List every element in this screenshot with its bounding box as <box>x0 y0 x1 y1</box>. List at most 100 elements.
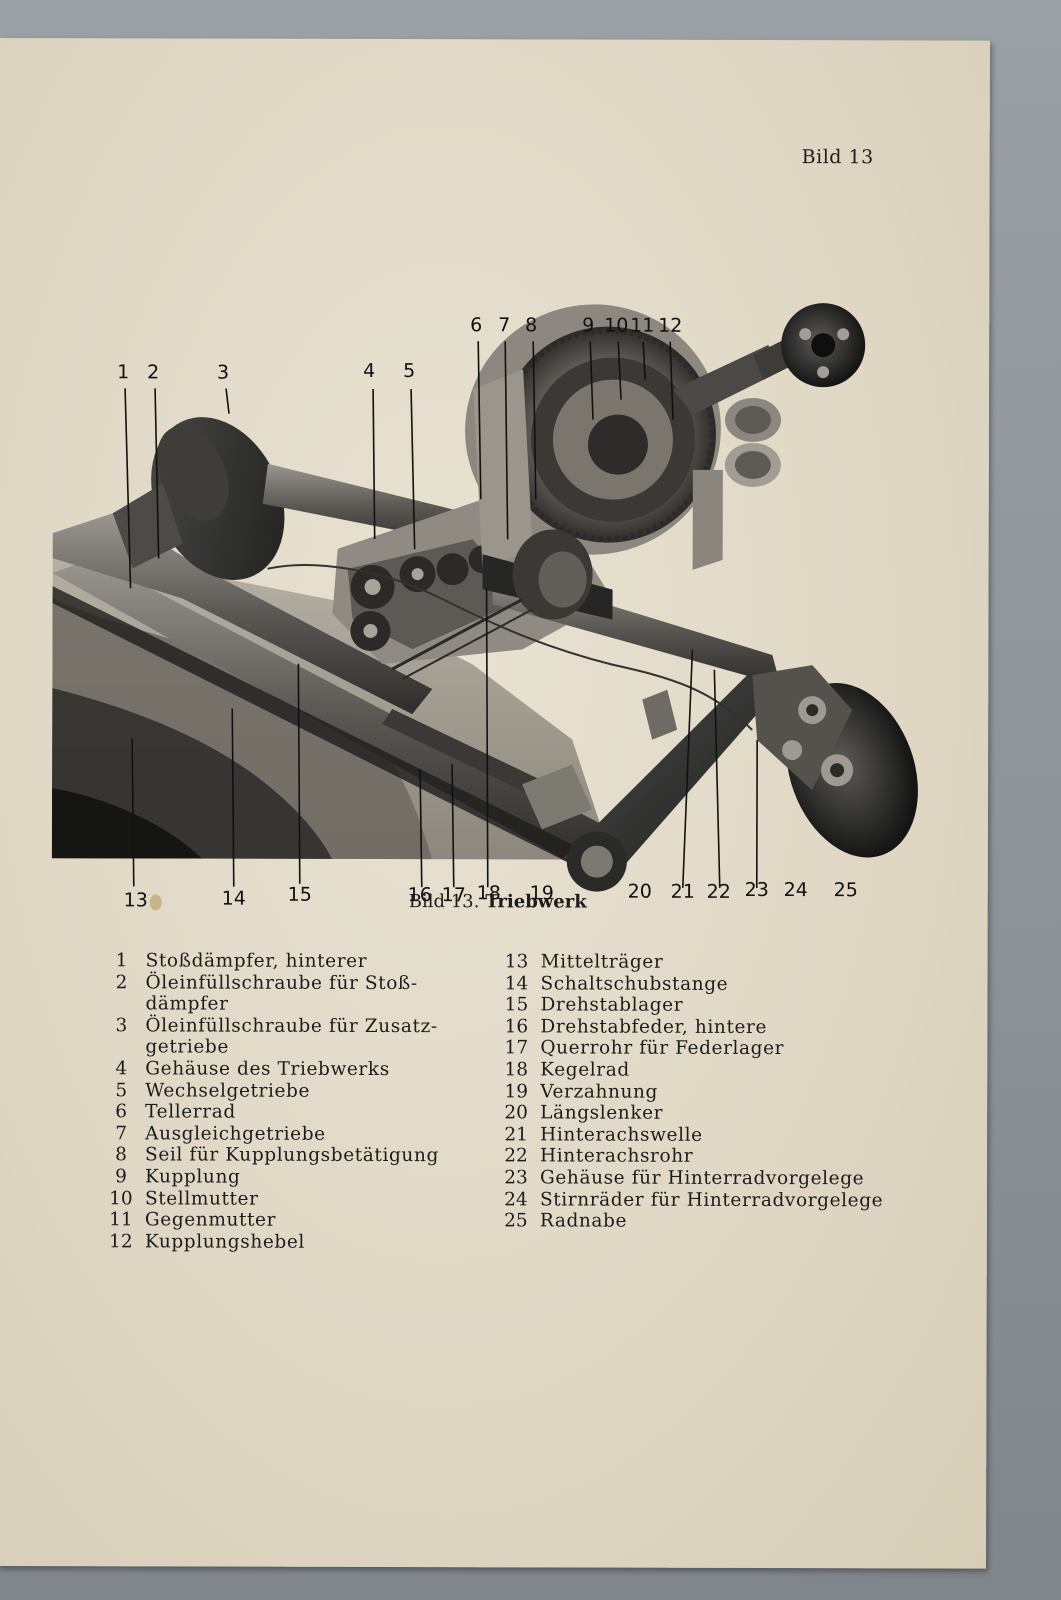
legend-label: Öleinfüllschraube für Zusatz-getriebe <box>145 1015 517 1059</box>
legend-label: Ausgleichgetriebe <box>145 1123 517 1146</box>
legend-number: 14 <box>504 972 529 994</box>
legend-label-line: Ausgleichgetriebe <box>145 1123 326 1145</box>
legend-label-line: Stoßdämpfer, hinterer <box>145 950 368 972</box>
legend-label: Stirnräder für Hinterradvorgelege <box>540 1189 912 1212</box>
legend-item: 9 Kupplung <box>97 1166 517 1189</box>
legend-label: Wechselgetriebe <box>145 1080 517 1103</box>
legend-label-line: Öleinfüllschraube für Zusatz- <box>145 1015 438 1037</box>
callout-number-19: 19 <box>530 882 554 904</box>
legend-label: Gegenmutter <box>145 1210 517 1233</box>
legend-number: 21 <box>504 1124 528 1146</box>
legend-label-line: Kupplungshebel <box>144 1231 305 1253</box>
legend-number: 23 <box>504 1167 528 1189</box>
legend-number: 2 <box>115 971 128 993</box>
callout-number-9: 9 <box>582 315 594 337</box>
legend-number: 9 <box>115 1166 127 1188</box>
legend-number: 8 <box>115 1144 127 1166</box>
legend-item: 20 Längslenker <box>492 1102 912 1125</box>
legend-item: 4 Gehäuse des Triebwerks <box>97 1058 517 1081</box>
legend-label: Querrohr für Federlager <box>540 1038 912 1061</box>
legend-number: 4 <box>115 1058 128 1080</box>
legend-label: Tellerrad <box>145 1102 517 1125</box>
legend-item: 15 Drehstablager <box>492 994 912 1017</box>
legend-label-line: Seil für Kupplungsbetätigung <box>145 1144 439 1167</box>
legend-label-line: Kupplung <box>144 1166 241 1188</box>
legend-label-line: Öleinfüllschraube für Stoß- <box>145 971 418 994</box>
caption-prefix: Bild 13. <box>408 891 480 913</box>
legend-number: 16 <box>504 1016 529 1038</box>
document-page: Bild 13 <box>0 38 990 1569</box>
legend-label-line: Radnabe <box>539 1210 628 1232</box>
callout-number-21: 21 <box>671 881 695 903</box>
legend-label: Radnabe <box>540 1211 912 1234</box>
legend-item: 18 Kegelrad <box>492 1059 912 1082</box>
legend-number: 25 <box>504 1210 528 1232</box>
legend-item: 22 Hinterachsrohr <box>492 1146 912 1169</box>
legend-label-line: Schaltschubstange <box>540 973 729 995</box>
callout-number-20: 20 <box>628 881 652 903</box>
legend-number: 3 <box>115 1015 128 1037</box>
legend-item: 5 Wechselgetriebe <box>97 1080 517 1103</box>
legend-label-line: getriebe <box>145 1036 229 1058</box>
callout-number-22: 22 <box>707 881 731 903</box>
legend-label: Kegelrad <box>540 1059 912 1082</box>
legend-label-line: Gegenmutter <box>144 1209 277 1231</box>
legend-label-line: Längslenker <box>540 1102 664 1124</box>
legend-label-line: Hinterachsrohr <box>540 1145 694 1168</box>
legend-label: Schaltschubstange <box>540 973 912 996</box>
callout-number-13: 13 <box>124 889 148 910</box>
legend-label-line: Tellerrad <box>145 1101 236 1123</box>
callout-leaders <box>124 341 758 888</box>
legend-number: 5 <box>115 1079 128 1101</box>
legend-label: Stellmutter <box>145 1188 517 1211</box>
legend-item: 8 Seil für Kupplungsbetätigung <box>97 1145 517 1168</box>
legend-label-line: Gehäuse des Triebwerks <box>145 1058 390 1080</box>
caption-title: Triebwerk <box>485 891 587 913</box>
legend-number: 22 <box>504 1145 528 1167</box>
legend-label-line: Stirnräder für Hinterradvorgelege <box>539 1188 884 1211</box>
legend-label-line: dämpfer <box>145 993 229 1015</box>
legend-label: Hinterachswelle <box>540 1124 912 1147</box>
legend-label-line: Stellmutter <box>144 1187 259 1210</box>
figure-caption: Bild 13.Triebwerk <box>0 890 998 914</box>
legend-label-line: Querrohr für Federlager <box>540 1037 785 1060</box>
callout-number-2: 2 <box>147 361 159 383</box>
legend-label: Seil für Kupplungsbetätigung <box>145 1145 517 1168</box>
drivetrain-photo: 1234567891011121314151617181920212223242… <box>51 303 918 910</box>
callout-number-8: 8 <box>525 314 537 336</box>
legend-label: Drehstablager <box>540 995 912 1018</box>
callout-number-14: 14 <box>222 888 246 910</box>
legend-number: 20 <box>504 1102 528 1124</box>
legend-label: Kupplung <box>145 1166 517 1189</box>
legend-item: 16 Drehstabfeder, hintere <box>492 1016 912 1039</box>
legend-label: Kupplungshebel <box>145 1231 517 1254</box>
callout-number-12: 12 <box>658 315 682 337</box>
callout-number-15: 15 <box>288 884 312 906</box>
legend-label-line: Verzahnung <box>540 1080 659 1103</box>
legend-label-line: Drehstabfeder, hintere <box>540 1016 768 1038</box>
callout-number-25: 25 <box>834 879 858 901</box>
legend-number: 7 <box>115 1123 128 1145</box>
legend-number: 13 <box>504 951 529 973</box>
legend-label: Öleinfüllschraube für Stoß-dämpfer <box>145 972 517 1016</box>
legend-item: 21 Hinterachswelle <box>492 1124 912 1147</box>
legend-label-line: Drehstablager <box>540 994 684 1016</box>
legend-item: 14 Schaltschubstange <box>492 973 912 996</box>
legend-number: 15 <box>504 994 529 1016</box>
callout-number-18: 18 <box>477 882 501 904</box>
legend-label: Längslenker <box>540 1103 912 1126</box>
callout-number-24: 24 <box>784 879 808 901</box>
callout-number-10: 10 <box>604 315 628 337</box>
callout-number-17: 17 <box>442 884 466 906</box>
legend-number: 18 <box>504 1059 529 1081</box>
callout-number-11: 11 <box>630 315 654 337</box>
callout-number-23: 23 <box>745 879 769 901</box>
